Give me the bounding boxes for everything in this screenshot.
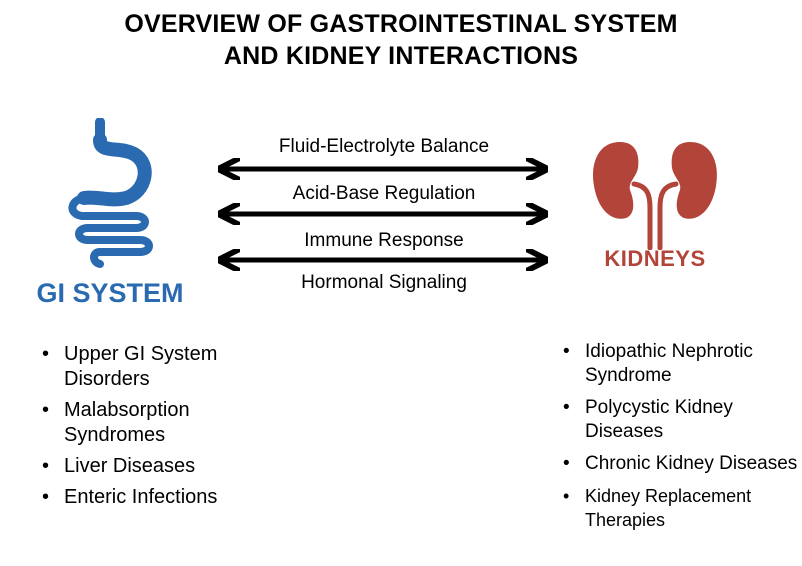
interaction-arrows <box>214 150 554 280</box>
list-item: •Upper GI System Disorders <box>42 343 218 390</box>
stomach-intestine-icon <box>68 118 153 268</box>
kidney-item-text: Chronic Kidney Diseases <box>585 453 798 474</box>
list-item: •Enteric Infections <box>42 486 218 508</box>
kidney-disorder-list: •Idiopathic Nephrotic Syndrome •Polycyst… <box>563 340 798 540</box>
kidneys-label: KIDNEYS <box>604 246 706 271</box>
title-line-2: AND KIDNEY INTERACTIONS <box>223 42 579 70</box>
gi-system-label: GI SYSTEM <box>36 278 184 308</box>
gi-item-text: Enteric Infections <box>64 486 218 508</box>
title-line-1: OVERVIEW OF GASTROINTESTINAL SYSTEM <box>124 10 678 38</box>
diagram-title: OVERVIEW OF GASTROINTESTINAL SYSTEM AND … <box>0 8 802 72</box>
list-item: •Polycystic Kidney Diseases <box>563 397 733 442</box>
kidney-item-text: Polycystic Kidney Diseases <box>585 397 733 442</box>
list-item: •Liver Diseases <box>42 455 196 477</box>
gi-item-text: Malabsorption Syndromes <box>64 399 190 446</box>
list-item: •Chronic Kidney Diseases <box>563 453 798 474</box>
gi-item-text: Upper GI System Disorders <box>64 343 218 390</box>
list-item: •Kidney Replacement Therapies <box>563 486 752 530</box>
kidney-item-text: Idiopathic Nephrotic Syndrome <box>585 341 753 386</box>
label-immune-response: Immune Response <box>304 230 464 251</box>
label-fluid-electrolyte: Fluid-Electrolyte Balance <box>278 136 490 157</box>
gi-disorder-list: •Upper GI System Disorders •Malabsorptio… <box>42 342 242 516</box>
kidneys-icon <box>593 142 717 250</box>
list-item: •Malabsorption Syndromes <box>42 399 190 446</box>
kidney-item-text: Kidney Replacement Therapies <box>585 486 752 530</box>
list-item: •Idiopathic Nephrotic Syndrome <box>563 341 753 386</box>
label-acid-base: Acid-Base Regulation <box>292 183 476 204</box>
label-hormonal-signaling: Hormonal Signaling <box>301 272 467 293</box>
gi-item-text: Liver Diseases <box>64 455 196 477</box>
